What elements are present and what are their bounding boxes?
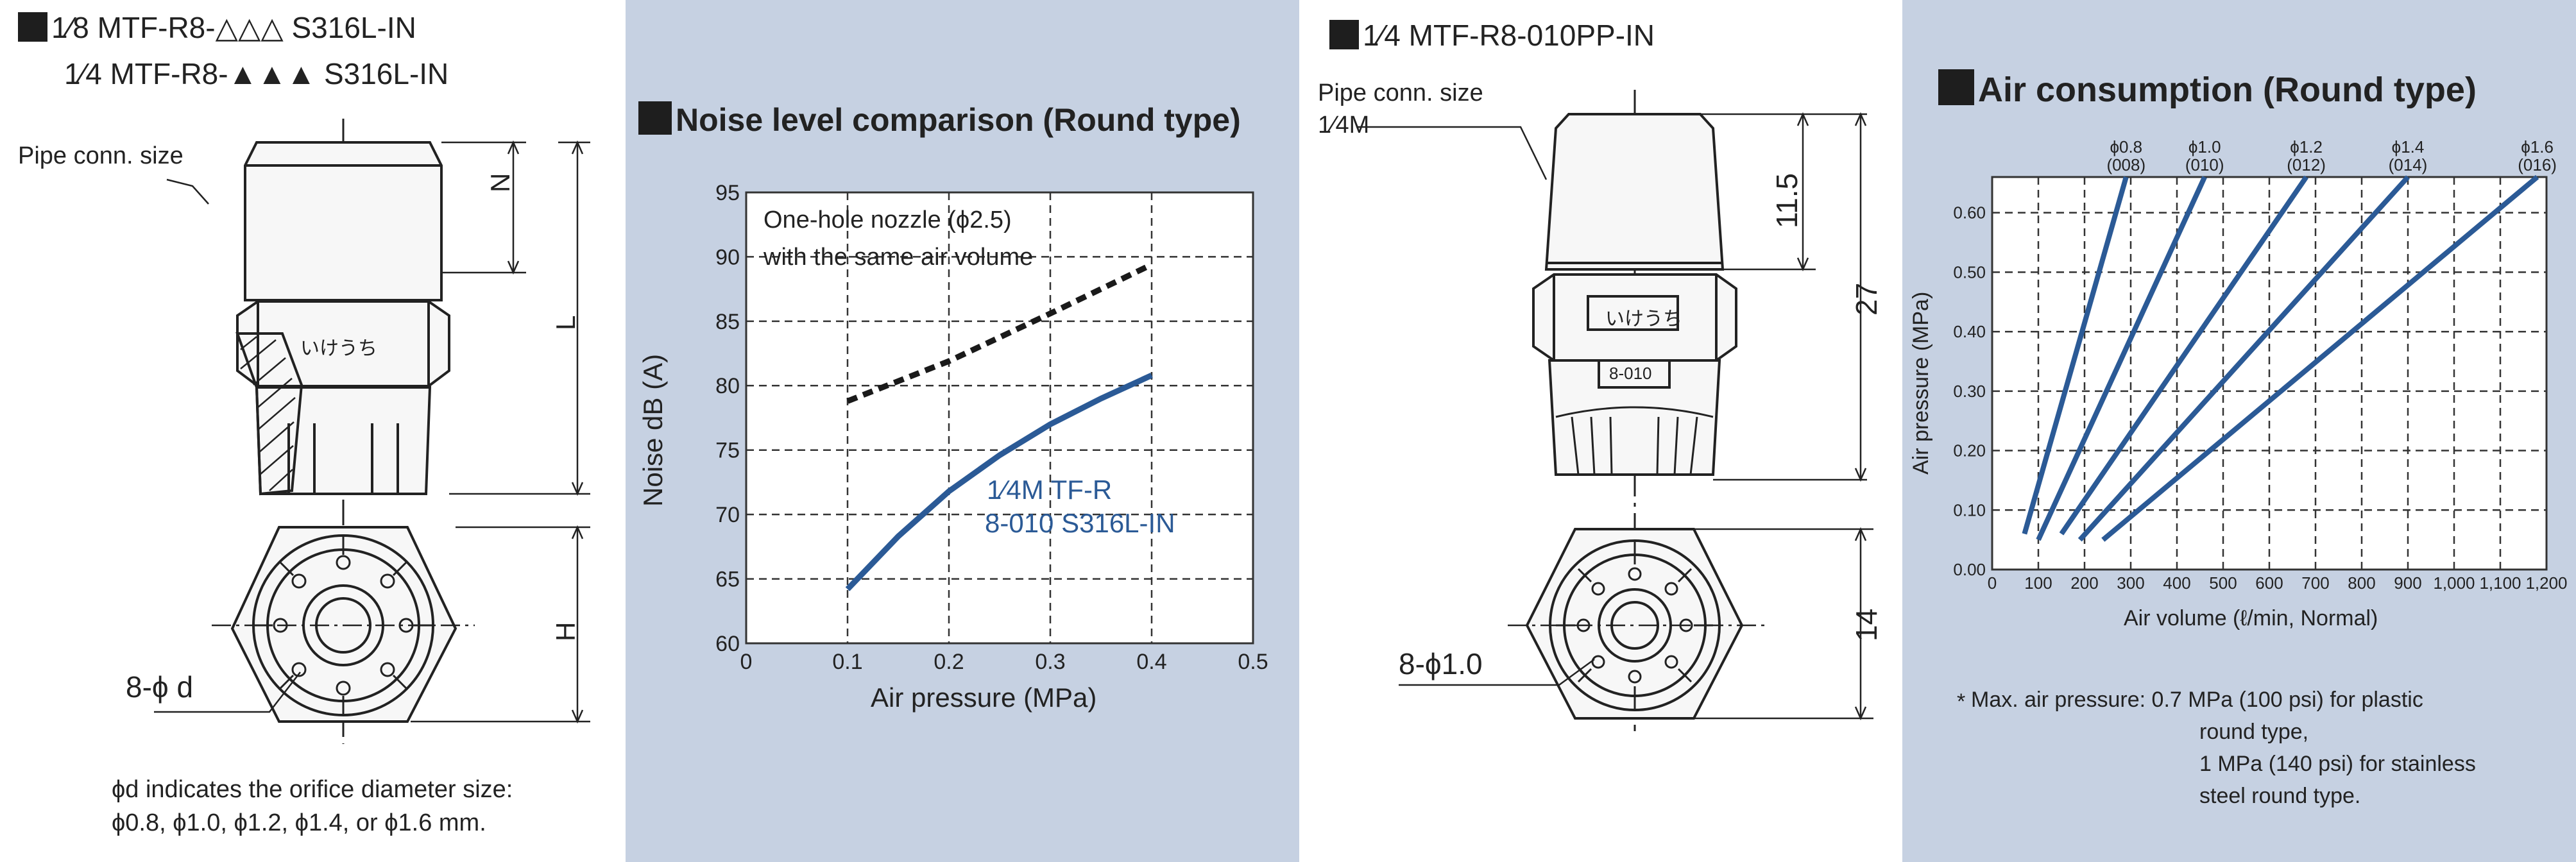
noise-annotation-line1: One-hole nozzle (ϕ2.5): [763, 207, 1012, 233]
x-tick-label: 500: [2209, 573, 2237, 593]
y-tick-label: 0.50: [1953, 262, 1986, 282]
series-line-1: [845, 373, 1153, 591]
series-line-0: [2022, 176, 2129, 535]
left-pipe-conn-label: Pipe conn. size: [18, 142, 183, 169]
left-drawing-panel: 1⁄8 MTF-R8-△△△ S316L-IN 1⁄4 MTF-R8-▲▲▲ S…: [0, 0, 622, 862]
plot-area: [745, 191, 1254, 645]
x-tick-label: 0.4: [1136, 650, 1166, 674]
x-tick-label: 0: [740, 650, 753, 674]
y-tick-label: 0.10: [1953, 500, 1986, 520]
dim-h-label: H: [550, 621, 581, 641]
x-tick-label: 100: [2024, 573, 2052, 593]
left-body-mark: いけうち: [300, 338, 377, 359]
x-tick-label: 700: [2301, 573, 2329, 593]
orifice-top-label: ϕ1.4: [2392, 137, 2425, 156]
orifice-top-label: ϕ1.0: [2188, 137, 2221, 156]
right-code-mark: 8-010: [1609, 364, 1652, 383]
y-tick-label: 90: [715, 245, 740, 269]
bullet-square-icon: [1938, 69, 1974, 105]
left-nozzle-drawing: [154, 119, 590, 744]
orifice-top-code: (012): [2287, 155, 2326, 174]
noise-series-label-line1: 1⁄4M TF-R: [987, 475, 1113, 505]
y-tick-label: 0.20: [1953, 441, 1986, 461]
y-tick-label: 75: [715, 439, 740, 463]
y-tick-label: 65: [715, 567, 740, 591]
x-tick-label: 400: [2163, 573, 2190, 593]
noise-chart-title: Noise level comparison (Round type): [638, 101, 1241, 139]
right-nozzle-drawing: [1356, 90, 1873, 731]
noise-annotation-line2: with the same air volume: [763, 244, 1034, 271]
orifice-note-line2: ϕ0.8, ϕ1.0, ϕ1.2, ϕ1.4, or ϕ1.6 mm.: [112, 809, 486, 836]
right-pipe-conn-label2: 1⁄4M: [1318, 112, 1370, 139]
x-tick-label: 1,000: [2433, 573, 2475, 593]
dim-27-label: 27: [1850, 282, 1883, 316]
dim-l-label: L: [550, 315, 581, 330]
y-tick-label: 80: [715, 374, 740, 398]
left-model-line2: 1⁄4 MTF-R8-▲▲▲ S316L-IN: [64, 57, 449, 90]
x-tick-label: 0.2: [934, 650, 964, 674]
air-x-axis-label: Air volume (ℓ/min, Normal): [2124, 606, 2378, 630]
orifice-top-code: (010): [2185, 155, 2224, 174]
air-note-line4: steel round type.: [2199, 784, 2361, 808]
air-chart-title: Air consumption (Round type): [1938, 69, 2477, 110]
y-tick-label: 0.30: [1953, 382, 1986, 401]
right-pipe-conn-label1: Pipe conn. size: [1318, 80, 1483, 106]
x-tick-label: 200: [2070, 573, 2098, 593]
right-orifice-label: 8-ϕ1.0: [1399, 647, 1483, 680]
x-tick-label: 1,100: [2479, 573, 2521, 593]
right-body-mark: いけうち: [1605, 308, 1682, 330]
orifice-top-code: (016): [2518, 155, 2557, 174]
left-orifice-label: 8-ϕ d: [126, 670, 194, 704]
y-tick-label: 60: [715, 632, 740, 656]
dim-14-label: 14: [1850, 608, 1883, 641]
right-drawing-panel: 1⁄4 MTF-R8-010PP-IN Pipe conn. size 1⁄4M: [1302, 0, 1906, 862]
series-line-0: [846, 262, 1153, 404]
y-tick-label: 70: [715, 503, 740, 527]
bullet-square-icon: [18, 12, 47, 42]
x-tick-label: 800: [2348, 573, 2375, 593]
x-tick-label: 1,200: [2525, 573, 2567, 593]
y-tick-label: 0.60: [1953, 203, 1986, 223]
series-line-4: [2101, 174, 2539, 542]
y-tick-label: 95: [715, 181, 740, 205]
x-tick-label: 300: [2117, 573, 2144, 593]
noise-series-label-line2: 8-010 S316L-IN: [985, 508, 1175, 538]
left-model-line1: 1⁄8 MTF-R8-△△△ S316L-IN: [18, 10, 416, 45]
y-tick-label: 85: [715, 310, 740, 334]
bullet-square-icon: [638, 101, 672, 135]
series-line-3: [2077, 175, 2410, 542]
orifice-top-label: ϕ1.6: [2521, 137, 2554, 156]
orifice-top-label: ϕ0.8: [2110, 137, 2142, 156]
series-line-2: [2059, 175, 2308, 536]
air-note-line1: Max. air pressure: 0.7 MPa (100 psi) for…: [1971, 688, 2423, 712]
noise-y-axis-label: Noise dB (A): [638, 353, 668, 507]
x-tick-label: 600: [2255, 573, 2283, 593]
orifice-note-line1: ϕd indicates the orifice diameter size:: [112, 776, 513, 803]
series-line-1: [2036, 176, 2207, 541]
orifice-top-label: ϕ1.2: [2290, 137, 2323, 156]
air-note-line3: 1 MPa (140 psi) for stainless: [2199, 752, 2476, 776]
x-tick-label: 0.3: [1035, 650, 1065, 674]
x-tick-label: 0: [1988, 573, 1997, 593]
bullet-square-icon: [1329, 20, 1359, 49]
y-tick-label: 0.40: [1953, 322, 1986, 341]
x-tick-label: 0.5: [1238, 650, 1268, 674]
air-y-axis-label: Air pressure (MPa): [1909, 291, 1933, 475]
noise-x-axis-label: Air pressure (MPa): [871, 682, 1097, 713]
right-model-line: 1⁄4 MTF-R8-010PP-IN: [1329, 18, 1655, 53]
dim-n-label: N: [485, 173, 515, 192]
x-tick-label: 900: [2394, 573, 2421, 593]
noise-chart: 0 0.1 0.2 0.3 0.4 0.5 60 65 70 75 80 85 90 95: [715, 181, 1268, 674]
orifice-top-code: (008): [2106, 155, 2145, 174]
air-note-star: *: [1957, 689, 1966, 714]
orifice-top-code: (014): [2389, 155, 2428, 174]
x-tick-label: 0.1: [832, 650, 862, 674]
y-tick-label: 0.00: [1953, 560, 1986, 579]
dim-11-5-label: 11.5: [1770, 173, 1804, 228]
air-note-line2: round type,: [2199, 720, 2309, 744]
